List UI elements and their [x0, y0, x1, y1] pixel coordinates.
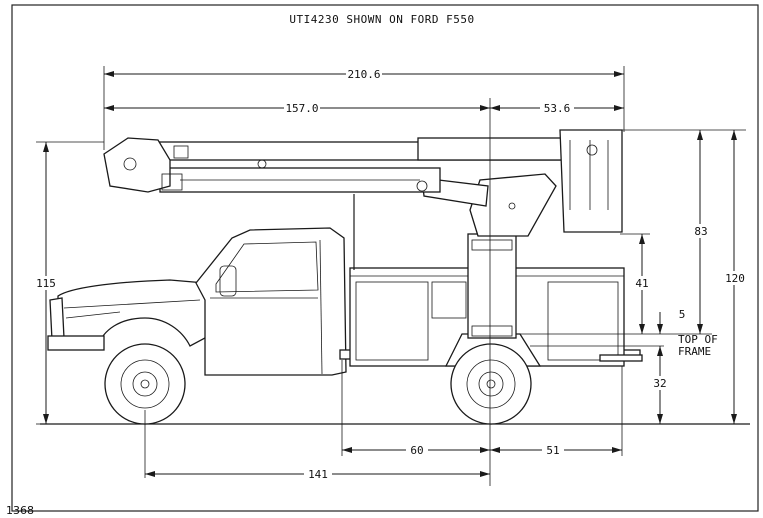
hood-crease — [65, 311, 121, 319]
door-seam — [319, 239, 323, 375]
dim-frame-height: 32 — [653, 377, 666, 390]
hood-line — [63, 299, 201, 309]
dim-wheelbase: 141 — [308, 468, 328, 481]
dim-platform-to-frame: 83 — [694, 225, 707, 238]
rear-step — [599, 354, 643, 362]
front-fender — [57, 279, 211, 347]
cab — [195, 227, 347, 376]
turret-pin — [508, 202, 516, 210]
top-of-frame-label-2: FRAME — [678, 345, 711, 358]
link-pin — [416, 180, 428, 192]
compartment-rear — [547, 281, 619, 361]
drawing-border — [11, 4, 759, 512]
platform-bucket — [559, 129, 623, 233]
lower-boom — [469, 173, 557, 237]
dim-axle-to-rear: 51 — [546, 444, 559, 457]
front-bumper — [47, 335, 105, 351]
aerial-device — [103, 129, 623, 339]
side-mirror — [219, 265, 237, 297]
dim-overall-reach: 210.6 — [347, 68, 380, 81]
boom-pin — [257, 159, 267, 169]
pedestal-base — [471, 325, 513, 337]
elbow-joint — [103, 137, 171, 193]
dim-overall-height: 115 — [36, 277, 56, 290]
elbow-box — [173, 145, 189, 159]
truck — [47, 227, 643, 425]
dimension-labels: 210.6 157.0 53.6 115 120 83 41 5 32 60 5… — [34, 67, 748, 481]
elbow-pin — [123, 157, 137, 171]
drawing-number: 1368 — [6, 504, 34, 517]
pedestal — [467, 233, 517, 339]
turntable-bearing — [471, 239, 513, 251]
compartment-front — [355, 281, 429, 361]
bucket-pivot — [586, 144, 598, 156]
dim-pedestal-height: 41 — [635, 277, 648, 290]
dim-platform-height: 120 — [725, 272, 745, 285]
dim-frame-offset: 5 — [679, 308, 686, 321]
dim-pedestal-to-axle: 60 — [410, 444, 423, 457]
elbow-cylinder-mount — [161, 173, 183, 191]
drawing-title: UTI4230 SHOWN ON FORD F550 — [289, 13, 474, 26]
dim-rear-reach: 157.0 — [285, 102, 318, 115]
cab-window — [215, 241, 319, 293]
dim-front-reach: 53.6 — [544, 102, 571, 115]
rear-wheel — [450, 343, 532, 425]
grille — [49, 297, 65, 341]
top-of-frame-label-1: TOP OF — [678, 333, 718, 346]
compartment-upper — [431, 281, 467, 319]
